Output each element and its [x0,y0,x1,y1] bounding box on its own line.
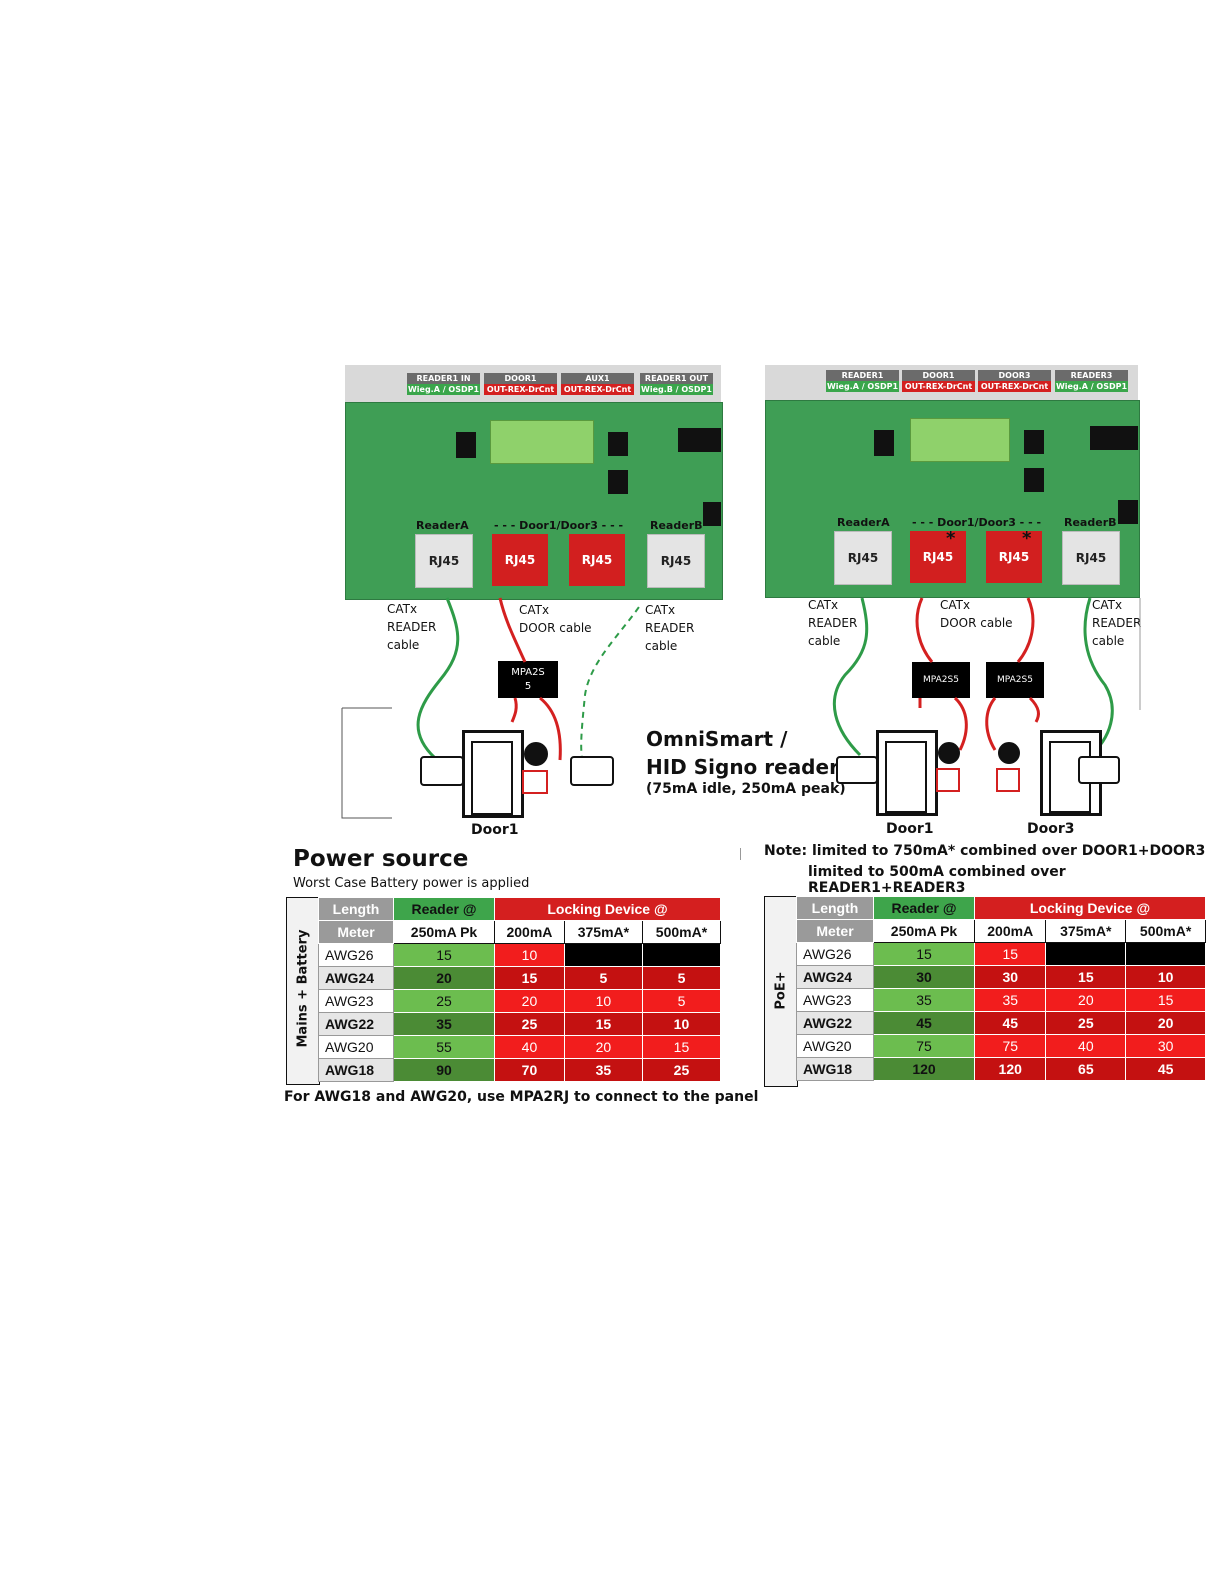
reader-a-label: ReaderA [837,516,890,529]
card-reader-icon [420,756,464,786]
card-reader-icon [1078,756,1120,784]
mpa2s5-module-door1: MPA2S5 [912,662,970,698]
limit-note-line2: limited to 500mA combined over READER1+R… [808,864,1066,896]
reader-note-line1: OmniSmart / [646,727,788,751]
pin-header [1024,468,1044,492]
rj45-reader-a: RJ45 [834,531,892,585]
door-group-label: - - - Door1/Door3 - - - [912,516,1042,529]
exit-button-icon [998,742,1020,764]
terminal-block [490,420,594,464]
footer-note: For AWG18 and AWG20, use MPA2RJ to conne… [284,1089,759,1105]
pin-header [874,430,894,456]
lock-icon [996,768,1020,792]
pin-header [678,428,721,452]
reader-b-label: ReaderB [1064,516,1117,529]
pin-header [608,432,628,456]
divider [740,848,741,860]
lock-icon [522,770,548,794]
rj45-door1: RJ45 [492,534,548,586]
exit-button-icon [524,742,548,766]
door1-label: Door1 [471,822,519,838]
pin-header [703,502,721,526]
limit-note-line1: Note: limited to 750mA* combined over DO… [764,843,1206,859]
pin-header [608,470,628,494]
mains-battery-side: Mains + Battery [286,897,320,1085]
rj45-reader-b: RJ45 [1062,531,1120,585]
rj45-reader-a: RJ45 [415,534,473,588]
exit-button-icon [938,742,960,764]
terminal-block [910,418,1010,462]
mpa2s5-module-door3: MPA2S5 [986,662,1044,698]
pin-header [456,432,476,458]
lock-icon [936,768,960,792]
rj45-door1: RJ45 [910,531,966,583]
reader-note-line2: HID Signo reader [646,755,839,779]
door1-label: Door1 [886,821,934,837]
right-cabling-svg [832,597,1141,757]
reader-b-label: ReaderB [650,519,703,532]
door3-label: Door3 [1027,821,1075,837]
pin-header [1118,500,1138,524]
rj45-door3: RJ45 [569,534,625,586]
card-reader-icon [836,756,878,784]
reader-a-label: ReaderA [416,519,469,532]
rj45-door3: RJ45 [986,531,1042,583]
power-source-subtitle: Worst Case Battery power is applied [293,876,530,891]
poe-table: Length Reader @ Locking Device @ Meter 2… [796,896,1206,1081]
door-group-label: - - - Door1/Door3 - - - [494,519,624,532]
pin-header [1024,430,1044,454]
limit-star: * [946,528,956,549]
poe-side: PoE+ [764,896,798,1087]
card-reader-icon [570,756,614,786]
rj45-reader-b: RJ45 [647,534,705,588]
pin-header [1090,426,1138,450]
mains-battery-table: Length Reader @ Locking Device @ Meter 2… [318,897,722,1082]
door-icon [462,730,524,818]
limit-star: * [1022,528,1032,549]
power-source-title: Power source [293,846,469,872]
reader-note-line3: (75mA idle, 250mA peak) [646,781,846,797]
door1-icon [876,730,938,816]
left-cabling-svg [341,597,640,819]
